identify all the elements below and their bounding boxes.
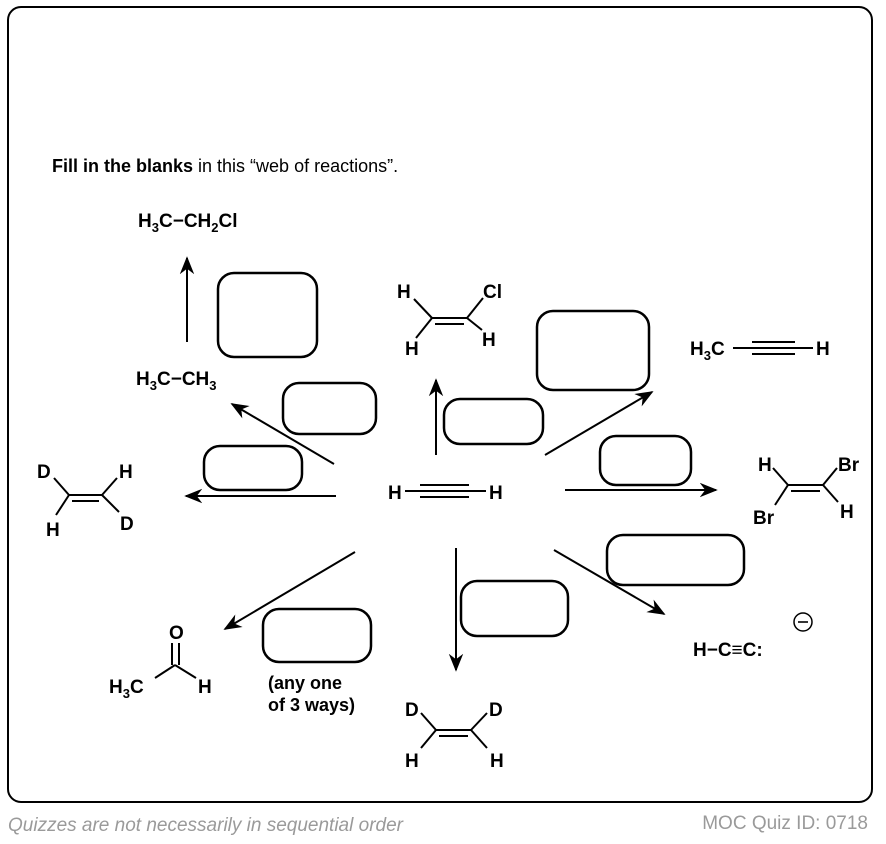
svg-text:O: O [169, 623, 184, 644]
any-one-of-3-ways-note: (any one of 3 ways) [268, 673, 356, 715]
quiz-id: MOC Quiz ID: 0718 [702, 813, 868, 834]
svg-text:H: H [388, 483, 402, 504]
acetaldehyde-ch3: H3C [109, 677, 144, 701]
acetaldehyde-molecule: O H3C H [109, 623, 212, 701]
svg-text:H: H [405, 339, 419, 360]
svg-text:D: D [489, 700, 503, 721]
svg-text:Cl: Cl [483, 282, 502, 303]
svg-text:H: H [816, 339, 830, 360]
blank-box-to-acetaldehyde[interactable] [261, 607, 373, 664]
instruction-text: Fill in the blanks in this “web of react… [52, 156, 399, 176]
svg-text:H: H [46, 520, 60, 541]
blank-box-ethane-to-chloroethane[interactable] [216, 271, 319, 359]
arrow-to-acetylide [553, 549, 666, 615]
blank-box-to-dibromoethene[interactable] [598, 434, 693, 487]
svg-text:H: H [482, 330, 496, 351]
svg-text:D: D [120, 514, 134, 535]
acetylene-molecule: H H [388, 483, 503, 504]
propyne-molecule: H3C H [690, 339, 830, 363]
propyne-ch3: H3C [690, 339, 725, 363]
svg-text:H: H [397, 282, 411, 303]
blank-box-to-cis-dideuteroethene[interactable] [459, 579, 570, 638]
svg-text:Br: Br [753, 508, 775, 529]
svg-text:Br: Br [838, 455, 860, 476]
quiz-card [7, 6, 873, 803]
svg-text:H: H [490, 751, 504, 772]
svg-text:H: H [840, 502, 854, 523]
blank-box-to-propyne[interactable] [535, 309, 651, 392]
ethane-molecule: H3C−CH3 [136, 369, 217, 393]
chloroethane-molecule: H3C−CH2Cl [138, 211, 238, 235]
svg-text:H: H [758, 455, 772, 476]
svg-text:H−C≡C:: H−C≡C: [693, 640, 763, 661]
arrow-to-ethane [230, 403, 335, 465]
svg-text:H: H [198, 677, 212, 698]
vinyl-chloride-molecule: H Cl H H [397, 282, 502, 360]
acetylide-anion-molecule: H−C≡C: [693, 612, 813, 661]
negative-charge-icon [793, 612, 813, 632]
blank-box-to-acetylide[interactable] [605, 533, 746, 587]
arrow-to-acetaldehyde [223, 551, 356, 630]
blank-box-to-ethane[interactable] [281, 381, 378, 436]
svg-text:D: D [37, 462, 51, 483]
svg-text:H: H [489, 483, 503, 504]
blank-box-to-trans-dideuteroethene[interactable] [202, 444, 304, 492]
svg-text:H: H [119, 462, 133, 483]
blank-box-to-vinyl-chloride[interactable] [442, 397, 545, 446]
arrow-to-propyne [544, 391, 654, 456]
cis-dideuteroethene-molecule: D D H H [405, 700, 504, 772]
svg-text:H: H [405, 751, 419, 772]
trans-dideuteroethene-molecule: D H H D [37, 462, 134, 541]
dibromoethene-molecule: H Br Br H [753, 455, 860, 529]
footer-note: Quizzes are not necessarily in sequentia… [8, 815, 403, 836]
svg-text:D: D [405, 700, 419, 721]
